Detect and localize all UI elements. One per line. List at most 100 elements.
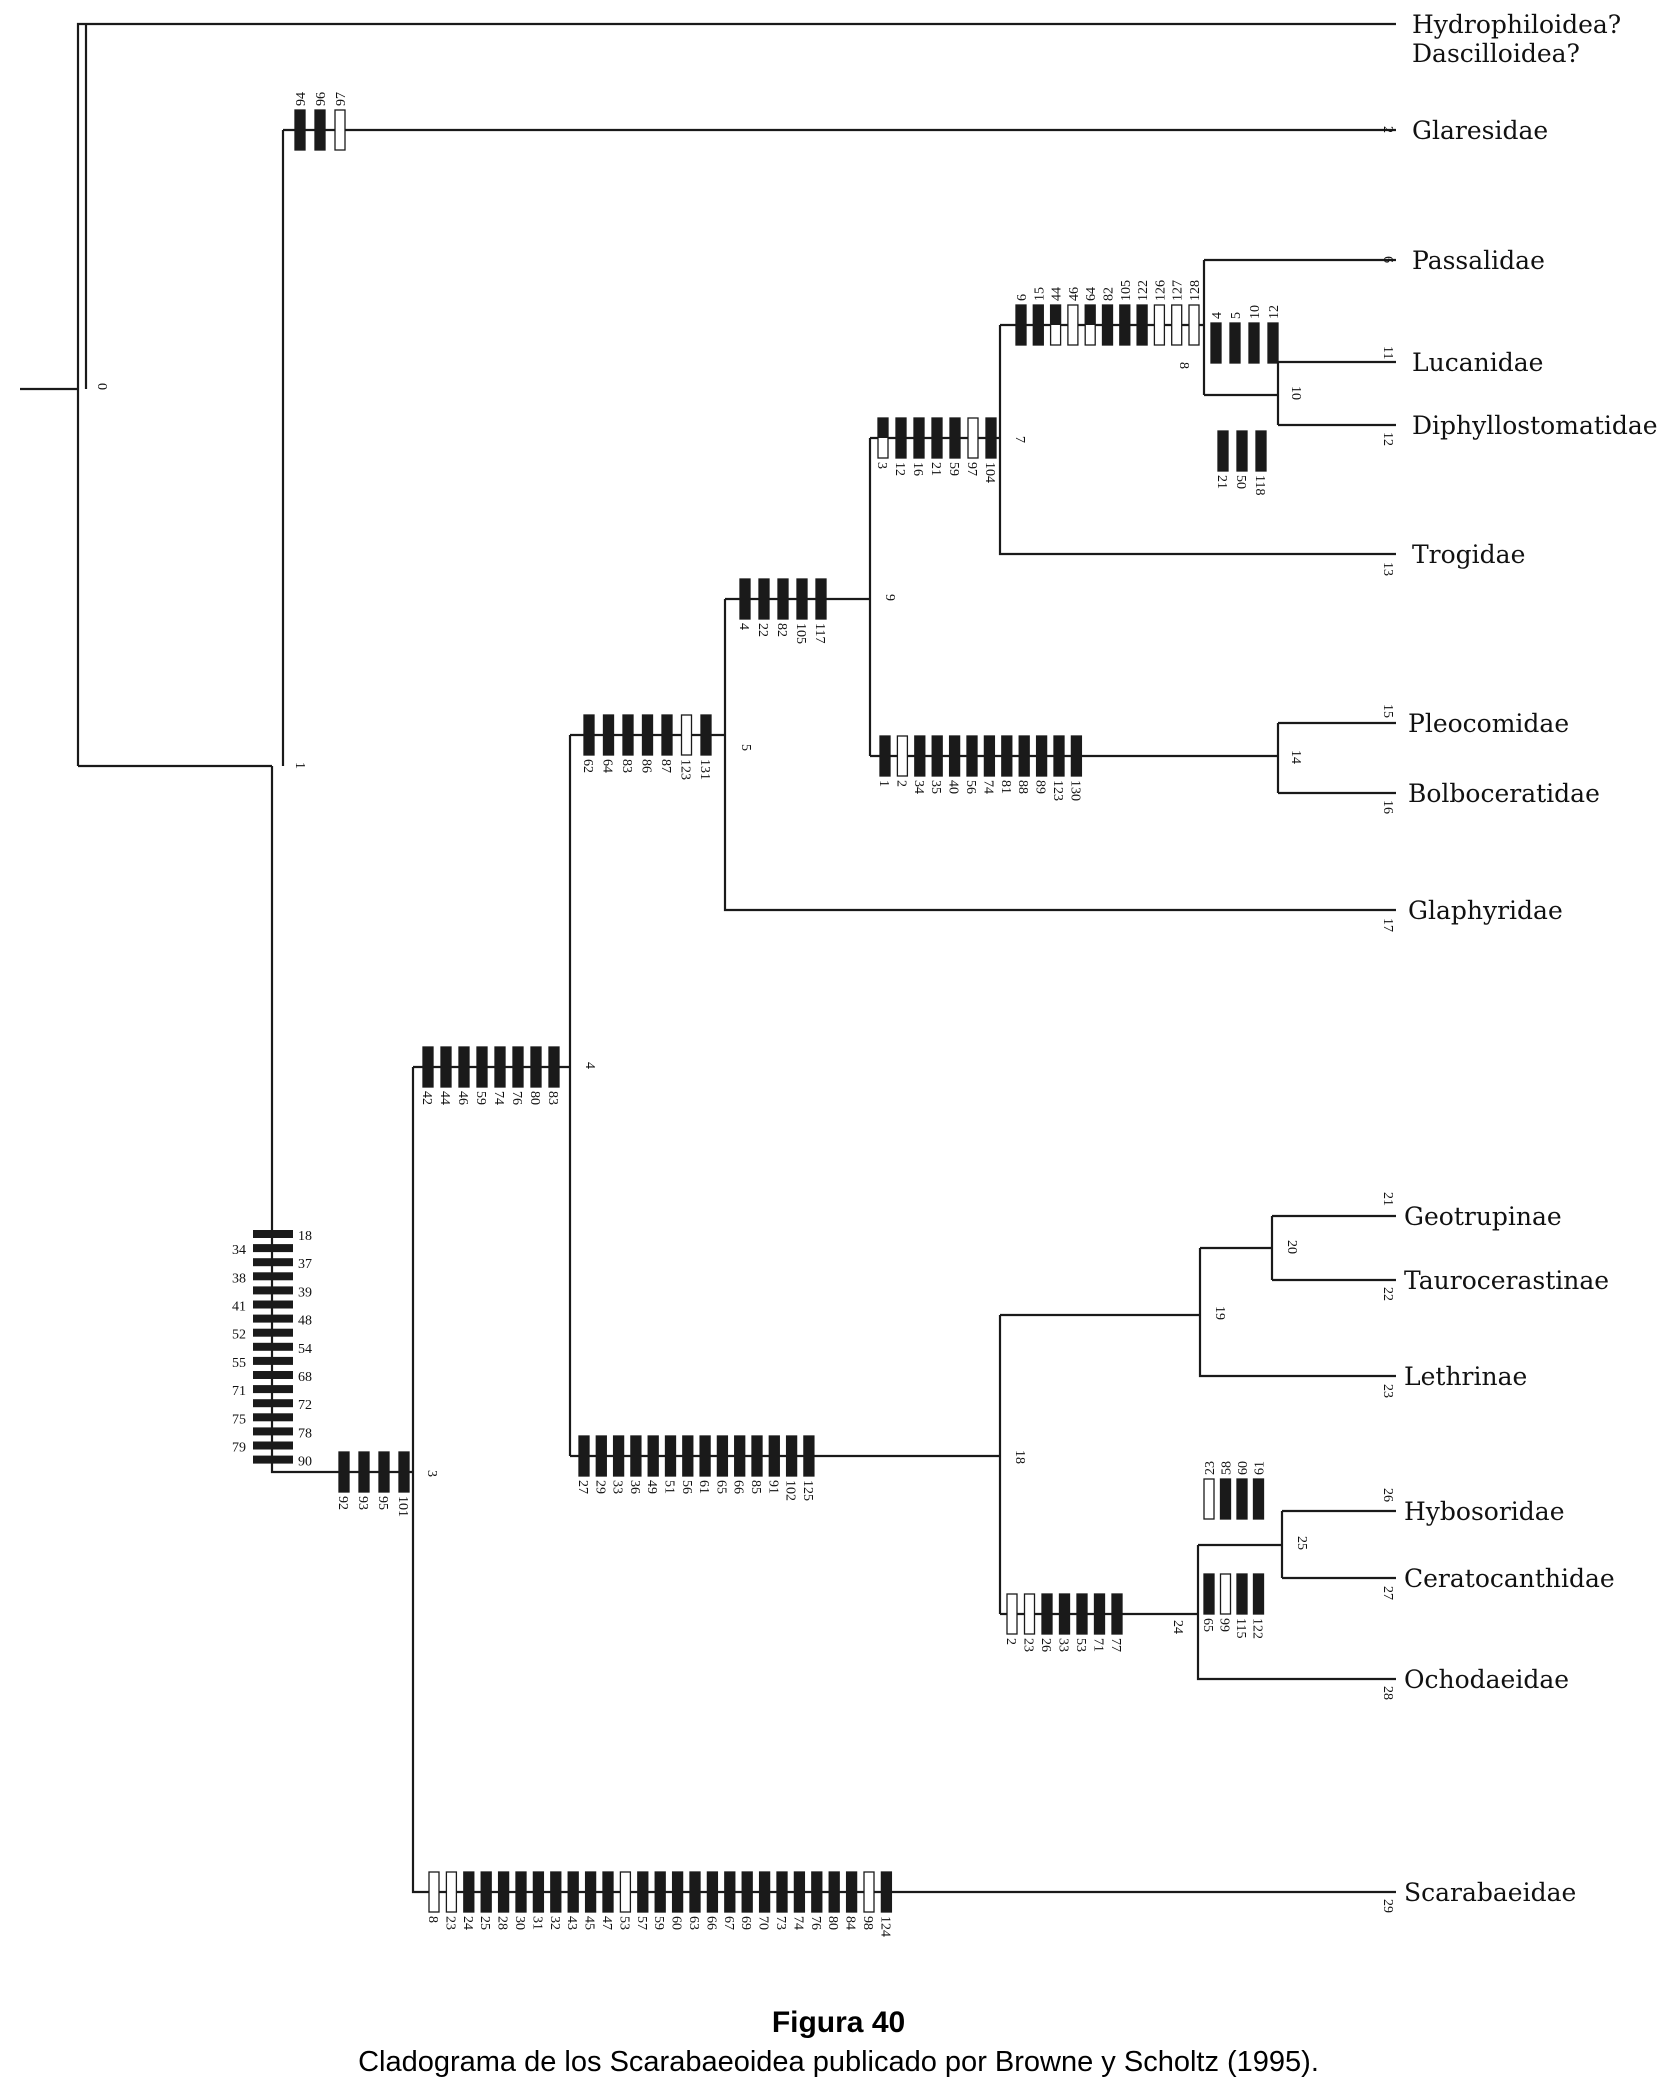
terminal-node-numbers: 2 6 11 12 13 15 16 17 21 22 23 26 27 28 … xyxy=(1380,126,1395,1913)
branches xyxy=(20,22,1396,1894)
character-number: 41 xyxy=(232,1300,246,1315)
character-number: 97 xyxy=(964,462,979,476)
character-bar xyxy=(253,1300,293,1309)
character-bar xyxy=(253,1455,293,1464)
character-number: 83 xyxy=(619,759,634,773)
node-number-16: 16 xyxy=(1380,800,1395,814)
character-number: 94 xyxy=(294,92,309,106)
character-number: 81 xyxy=(998,780,1013,794)
character-bar-filled xyxy=(654,1871,666,1913)
character-number: 23 xyxy=(442,1916,457,1930)
character-bar xyxy=(253,1258,293,1267)
taxon-ceratocanthidae: Ceratocanthidae xyxy=(1404,1564,1615,1593)
character-bar-filled xyxy=(584,1871,597,1913)
taxon-pleocomidae: Pleocomidae xyxy=(1408,709,1569,738)
character-bar-filled xyxy=(724,1871,736,1913)
character-number: 5 xyxy=(1229,312,1244,319)
character-bar-filled xyxy=(1252,1573,1265,1615)
character-bar-filled xyxy=(1119,304,1131,346)
character-number: 97 xyxy=(334,92,349,106)
character-bar-filled xyxy=(880,1871,893,1913)
taxon-hybosoridae: Hybosoridae xyxy=(1404,1497,1565,1526)
character-bar-filled xyxy=(1053,735,1065,777)
character-bar-filled xyxy=(949,417,961,459)
character-bar-filled xyxy=(1252,1478,1265,1520)
character-bar xyxy=(253,1342,293,1351)
character-bar-filled xyxy=(1267,322,1279,364)
branch-node-20 xyxy=(1270,1214,1396,1282)
character-bar-open xyxy=(1219,1573,1232,1615)
character-bar-filled xyxy=(913,417,925,459)
character-bar-filled xyxy=(602,714,615,756)
character-bar-filled xyxy=(1210,322,1222,364)
character-number: 126 xyxy=(1153,280,1168,301)
character-bar-filled xyxy=(532,1871,545,1913)
character-bar-filled xyxy=(983,735,996,777)
character-bar-filled xyxy=(497,1871,510,1913)
character-bar-filled xyxy=(602,1871,614,1913)
character-number: 2 xyxy=(1003,1638,1018,1645)
character-number: 58 xyxy=(1220,1461,1235,1475)
character-number: 45 xyxy=(582,1916,597,1930)
character-number: 12 xyxy=(892,462,907,476)
character-number: 61 xyxy=(696,1480,711,1494)
character-bar-filled xyxy=(845,1871,858,1913)
character-number: 127 xyxy=(1171,280,1186,301)
node-number-28: 28 xyxy=(1380,1686,1395,1700)
character-number: 71 xyxy=(232,1384,246,1399)
node-number-4: 4 xyxy=(582,1062,597,1069)
character-number: 23 xyxy=(1203,1461,1218,1475)
character-bar-filled xyxy=(567,1871,579,1913)
node-number-14: 14 xyxy=(1288,750,1303,764)
character-bar xyxy=(253,1399,293,1408)
character-bar-filled xyxy=(734,1435,746,1477)
character-bar-filled xyxy=(931,417,943,459)
character-number: 89 xyxy=(1033,780,1048,794)
character-bar-filled xyxy=(512,1046,524,1088)
character-bar xyxy=(253,1244,293,1253)
character-number: 38 xyxy=(232,1271,246,1286)
character-bar-filled xyxy=(1093,1593,1106,1635)
character-number: 61 xyxy=(1253,1461,1268,1475)
character-bar-filled xyxy=(358,1451,370,1493)
node-number-29: 29 xyxy=(1380,1899,1395,1913)
character-number: 6 xyxy=(1015,294,1030,301)
character-number: 56 xyxy=(679,1480,694,1494)
branch-node-7 xyxy=(998,323,1396,556)
character-bar-filled xyxy=(1111,1593,1123,1635)
character-bar-filled xyxy=(914,735,926,777)
character-bar-filled xyxy=(1203,1573,1215,1615)
character-number: 87 xyxy=(658,759,673,773)
character-number: 99 xyxy=(1217,1618,1232,1632)
character-number: 44 xyxy=(437,1091,452,1105)
character-bar-open xyxy=(863,1871,875,1913)
figure-caption: Cladograma de los Scarabaeoidea publicad… xyxy=(358,2046,1319,2078)
character-bar-filled xyxy=(793,1871,806,1913)
character-bar-filled xyxy=(948,735,961,777)
character-bar-filled xyxy=(641,714,654,756)
character-number: 42 xyxy=(419,1091,434,1105)
character-bar-filled xyxy=(1018,735,1030,777)
character-number: 29 xyxy=(592,1480,607,1494)
character-bar-filled xyxy=(630,1435,642,1477)
character-bar-filled xyxy=(612,1435,625,1477)
internal-node-numbers: 0 1 3 4 5 7 8 9 10 14 18 19 20 24 25 xyxy=(94,362,1309,1634)
character-number: 53 xyxy=(1073,1638,1088,1652)
character-bar-filled xyxy=(1229,322,1241,364)
node-number-10: 10 xyxy=(1288,386,1303,400)
character-number: 57 xyxy=(634,1916,649,1930)
character-bar-filled xyxy=(706,1871,719,1913)
character-number: 65 xyxy=(713,1480,728,1494)
node-number-7: 7 xyxy=(1012,436,1027,443)
character-number: 64 xyxy=(600,759,615,773)
character-number: 66 xyxy=(731,1480,746,1494)
taxon-passalidae: Passalidae xyxy=(1412,246,1545,275)
character-bar-filled xyxy=(314,109,326,151)
character-number: 105 xyxy=(793,623,808,644)
character-number: 33 xyxy=(1056,1638,1071,1652)
character-number: 34 xyxy=(911,780,926,794)
branch-node-24 xyxy=(1196,1543,1396,1681)
character-number: 128 xyxy=(1188,280,1203,301)
